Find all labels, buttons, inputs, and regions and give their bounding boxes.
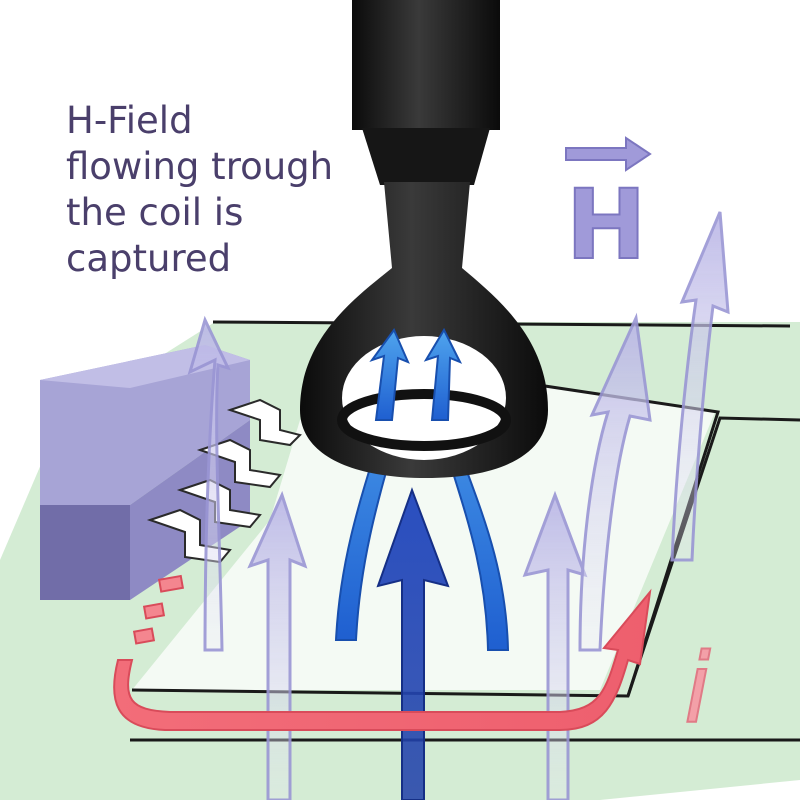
current-dash-2 [142,602,166,620]
caption-line-3: the coil is [66,191,244,234]
ic-chip-icon [40,345,302,600]
current-arrow-body [113,588,652,731]
field-arrow-right-1 [522,490,588,800]
probe-shaft [352,0,500,130]
field-arrow-left-tall [187,315,231,652]
field-symbol-label: H [566,169,646,281]
ic-pins [146,398,302,564]
current-dash-1 [132,627,156,645]
field-arrow-center-dark [376,487,450,800]
probe-collar [362,128,490,185]
caption-line-2: flowing trough [66,145,334,188]
trace-return [626,416,800,697]
field-arrows-light [187,211,730,800]
caption-text: H-Field flowing trough the coil is captu… [66,98,396,282]
current-arrow [113,574,652,731]
field-arrow-left-mid [247,490,308,800]
h-field-symbol: H [565,136,652,282]
field-arrow-right-3 [670,211,730,562]
caption-line-1: H-Field [66,99,193,142]
probe-ring [337,389,511,451]
field-arrow-right-2 [578,312,652,652]
vector-arrow-icon [565,136,652,172]
current-symbol-label: i [684,633,711,745]
caption-line-4: captured [66,237,232,280]
field-arrows-through-loop [369,327,463,421]
current-dash-3 [157,574,185,593]
